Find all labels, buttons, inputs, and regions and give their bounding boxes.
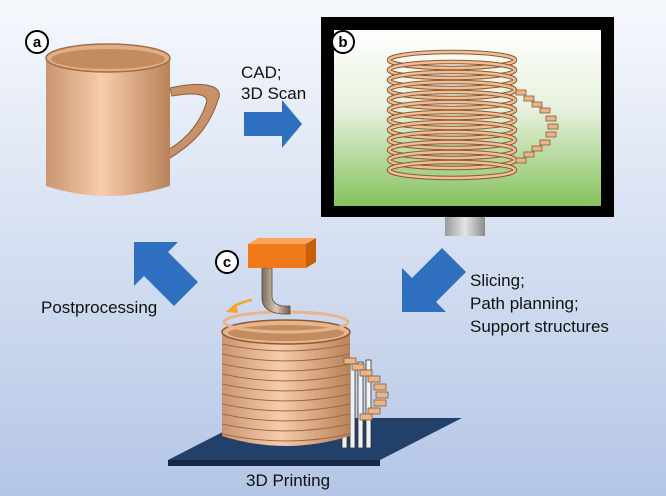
motion-arrow: [226, 298, 253, 313]
label-path-planning: Path planning;: [470, 294, 579, 313]
label-3d-scan: 3D Scan: [241, 84, 307, 103]
badge-b-text: b: [338, 34, 347, 51]
badge-c: c: [215, 250, 239, 274]
print-head: [248, 238, 316, 315]
badge-b: b: [331, 30, 355, 54]
arrow-down-left: [402, 248, 466, 312]
printed-mug-layers: [221, 310, 389, 446]
label-support-structures: Support structures: [470, 317, 609, 336]
arrow-up-left: [134, 242, 198, 306]
label-3d-printing: 3D Printing: [246, 471, 331, 490]
label-postprocessing: Postprocessing: [41, 298, 158, 317]
sliced-mug-model: [386, 49, 559, 181]
badge-c-text: c: [223, 254, 231, 271]
badge-a: a: [25, 30, 49, 54]
label-slicing: Slicing;: [470, 271, 525, 290]
label-cad: CAD;: [241, 63, 282, 82]
badge-a-text: a: [33, 34, 42, 51]
solid-mug: [45, 43, 220, 196]
arrow-right: [244, 100, 302, 148]
nozzle-block: [248, 244, 306, 268]
